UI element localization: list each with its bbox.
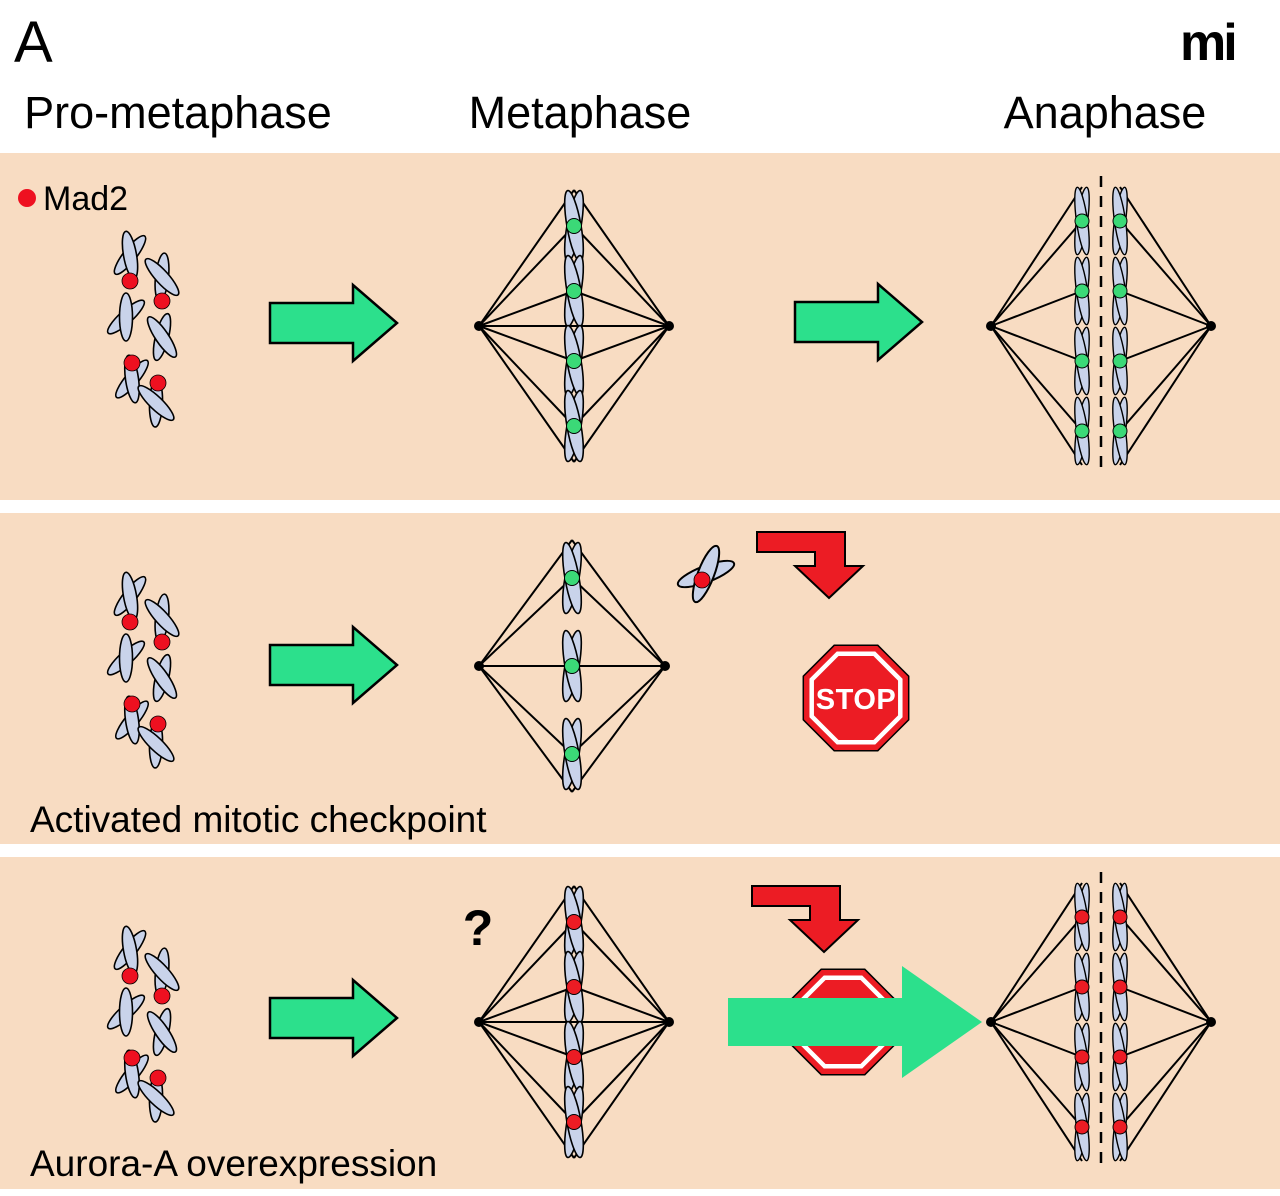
question-mark: ? xyxy=(463,900,494,956)
unattached-mad2-dot xyxy=(693,571,711,589)
header-prometaphase: Pro-metaphase xyxy=(24,87,332,138)
aurora-caption: Aurora-A overexpression xyxy=(30,1143,437,1184)
stop-label: STOP xyxy=(816,684,896,716)
figure-label: A xyxy=(14,10,53,75)
stop-sign-row2: STOP xyxy=(803,645,908,750)
header-metaphase: Metaphase xyxy=(469,87,692,138)
header-anaphase: Anaphase xyxy=(1004,87,1207,138)
panel-checkpoint-bg xyxy=(0,513,1280,844)
checkpoint-caption: Activated mitotic checkpoint xyxy=(30,799,487,840)
journal-logo: mi xyxy=(1180,14,1235,72)
mad2-legend-label: Mad2 xyxy=(43,180,128,218)
checkpoint-override-arrow xyxy=(728,966,982,1078)
unattached-chromosome xyxy=(669,537,743,611)
mad2-legend-dot xyxy=(18,189,36,207)
